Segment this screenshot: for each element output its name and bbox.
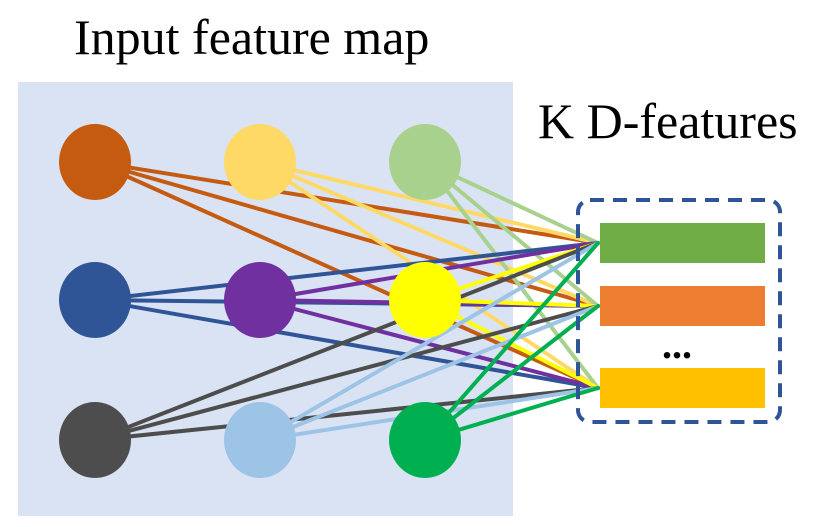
edge-n21-to-feature-1 bbox=[258, 241, 600, 442]
edge-n10-to-feature-1 bbox=[93, 241, 600, 302]
edge-n21-to-feature-2 bbox=[258, 304, 600, 442]
d-feature-bar-feature-1 bbox=[600, 223, 765, 263]
edge-n20-to-feature-2 bbox=[93, 304, 600, 442]
d-feature-bar-feature-k bbox=[600, 368, 765, 408]
edge-n00-to-feature-1 bbox=[93, 160, 600, 245]
edge-n01-to-feature-1 bbox=[258, 160, 600, 245]
k-d-features-title: K D-features bbox=[538, 93, 798, 149]
edge-n01-to-feature-2 bbox=[258, 160, 600, 308]
input-feature-map-title: Input feature map bbox=[74, 9, 430, 65]
edge-n22-to-feature-1 bbox=[423, 241, 600, 442]
edge-n00-to-feature-3 bbox=[93, 160, 600, 390]
node-n00 bbox=[59, 124, 131, 200]
d-feature-bar-feature-2 bbox=[600, 286, 765, 326]
node-n22 bbox=[389, 402, 461, 478]
connection-lines bbox=[93, 160, 600, 442]
node-n12 bbox=[389, 262, 461, 338]
edge-n20-to-feature-3 bbox=[93, 386, 600, 442]
ellipsis-text: ... bbox=[662, 322, 692, 367]
edge-n11-to-feature-3 bbox=[258, 298, 600, 390]
feature-nodes bbox=[59, 124, 461, 478]
d-feature-bars bbox=[600, 223, 765, 408]
node-n20 bbox=[59, 402, 131, 478]
edge-n20-to-feature-1 bbox=[93, 241, 600, 442]
node-n02 bbox=[389, 124, 461, 200]
edge-n00-to-feature-2 bbox=[93, 160, 600, 308]
node-n11 bbox=[224, 262, 296, 338]
node-n01 bbox=[224, 124, 296, 200]
node-n21 bbox=[224, 402, 296, 478]
edge-n02-to-feature-2 bbox=[423, 160, 600, 308]
node-n10 bbox=[59, 262, 131, 338]
